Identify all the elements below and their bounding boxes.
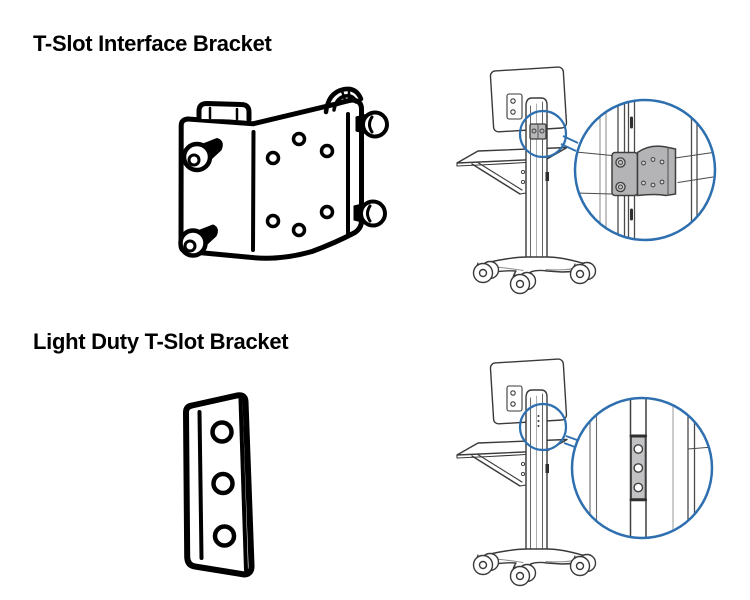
- section-title-light-duty-t-slot-bracket: Light Duty T-Slot Bracket: [33, 329, 289, 354]
- cart-illustration-light-duty-bracket: [456, 358, 714, 587]
- magnified-interface-bracket: [611, 145, 677, 197]
- side-thumbscrew: [353, 199, 387, 228]
- edge-line: [238, 397, 248, 572]
- t-slot-interface-bracket-drawing: [178, 86, 389, 261]
- zoom-connector-lines: [560, 135, 579, 152]
- edge-line: [197, 410, 204, 560]
- magnified-light-duty-bracket: [629, 434, 648, 502]
- zoom-connector-lines: [563, 435, 578, 448]
- thumbscrew: [178, 224, 218, 258]
- bracket-on-column: [529, 123, 547, 140]
- zoom-source-circle: [518, 402, 568, 452]
- callout-circle-border: [570, 396, 714, 540]
- mount-hook-top: [196, 101, 252, 122]
- light-duty-t-slot-bracket-drawing: [183, 392, 255, 578]
- side-thumbscrew: [355, 110, 389, 139]
- zoom-source-circle: [518, 109, 568, 159]
- thumbscrew: [181, 138, 223, 173]
- callout-magnified-view: [570, 396, 714, 540]
- fold-line: [251, 130, 256, 252]
- mounting-holes: [210, 420, 237, 548]
- section-title-t-slot-interface-bracket: T-Slot Interface Bracket: [33, 31, 272, 56]
- mounting-holes: [265, 131, 335, 238]
- mount-hook-right: [323, 86, 364, 115]
- bracket-in-t-slot: [537, 415, 540, 427]
- callout-circle-border: [573, 98, 717, 242]
- cart-illustration-interface-bracket: [456, 66, 717, 295]
- callout-magnified-view: [573, 98, 717, 242]
